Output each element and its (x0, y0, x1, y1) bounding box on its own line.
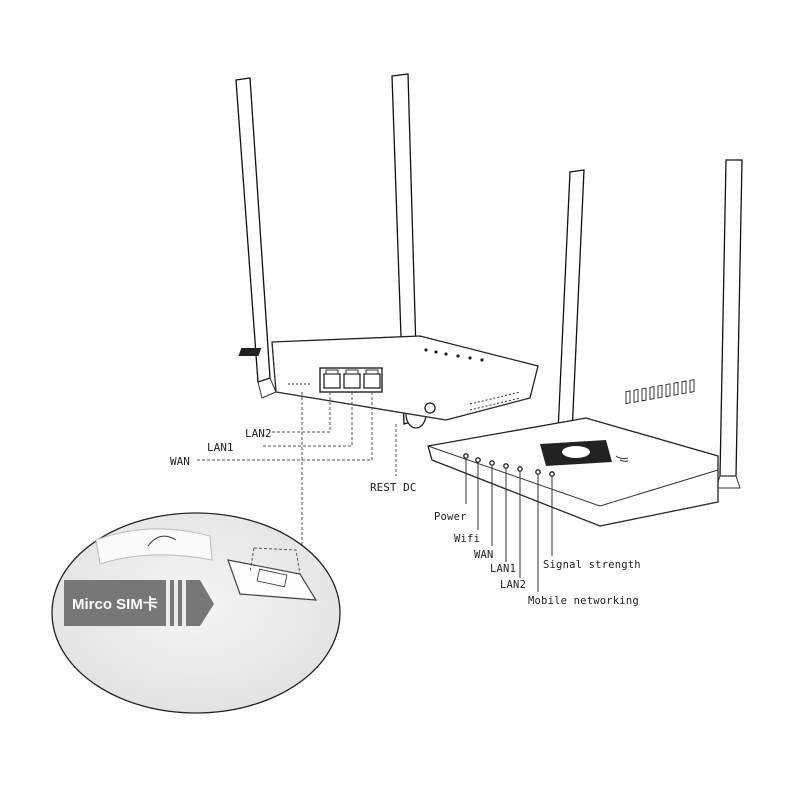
label-lan2-front: LAN2 (500, 579, 526, 591)
label-signal-strength: Signal strength (543, 559, 641, 571)
rear-top-leds (238, 348, 484, 362)
rear-router: LAN2 LAN1 WAN REST DC (170, 73, 539, 560)
led-lan2 (517, 466, 523, 472)
label-lan2-rear: LAN2 (245, 427, 272, 440)
port-wan-rear (323, 373, 341, 389)
label-lan1-front: LAN1 (490, 563, 516, 575)
dc-power-jack (424, 402, 436, 414)
sim-card: Mirco SIM卡 (64, 580, 214, 626)
rear-leader-lines (196, 392, 397, 560)
label-wifi: Wifi (454, 533, 480, 545)
front-vents (625, 379, 695, 405)
label-rest-dc: REST DC (370, 481, 416, 494)
front-right-antenna (715, 159, 743, 489)
rear-ethernet-ports (288, 367, 436, 414)
wifi-logo (540, 440, 629, 466)
port-lan1-rear (343, 373, 361, 389)
led-lan1 (503, 463, 509, 469)
led-signal (549, 471, 555, 477)
front-router: Power Wifi WAN LAN1 LAN2 Signal strength… (427, 159, 743, 607)
sim-zoom-inset: Mirco SIM卡 (51, 512, 341, 714)
led-mobile (535, 469, 541, 475)
label-power: Power (434, 511, 467, 523)
front-leader-lines (465, 458, 553, 592)
label-mobile-networking: Mobile networking (528, 595, 639, 607)
front-left-antenna (557, 169, 585, 435)
led-power (463, 453, 469, 459)
label-wan-rear: WAN (170, 455, 190, 468)
sim-card-label: Mirco SIM卡 (72, 595, 158, 613)
front-router-body (427, 379, 719, 527)
rear-router-body (238, 335, 539, 421)
led-wan (489, 460, 495, 466)
port-lan2-rear (363, 373, 381, 389)
led-wifi (475, 457, 481, 463)
label-lan1-rear: LAN1 (207, 441, 234, 454)
label-wan-front: WAN (474, 549, 494, 561)
